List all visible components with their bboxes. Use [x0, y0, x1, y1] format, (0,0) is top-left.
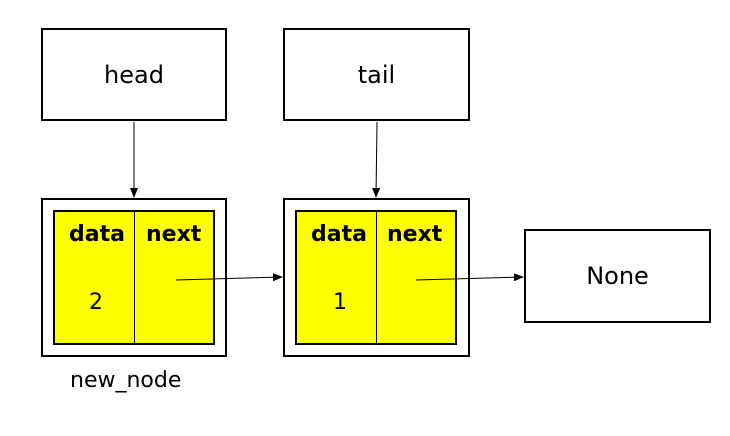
new-node-caption: new_node [70, 368, 182, 393]
node-body-second: data next 1 [295, 210, 457, 345]
none-label: None [586, 262, 649, 290]
data-field-header: data [311, 222, 367, 247]
next-field-header: next [387, 222, 443, 247]
tail-to-node-arrow [372, 121, 381, 198]
node-field-divider [376, 212, 377, 343]
data-field-header: data [69, 222, 125, 247]
node-outer-second: data next 1 [283, 198, 470, 357]
data-field-value: 2 [89, 290, 103, 315]
node-field-divider [134, 212, 135, 343]
next-field-header: next [146, 222, 202, 247]
tail-pointer-box: tail [283, 28, 470, 121]
data-field-value: 1 [333, 290, 347, 315]
second-node-next-arrow [415, 273, 524, 282]
node-outer-new-node: data next 2 [41, 198, 227, 357]
tail-label: tail [357, 60, 396, 89]
new-node-next-arrow [175, 273, 283, 282]
head-pointer-box: head [41, 28, 227, 121]
none-terminal-box: None [524, 229, 711, 323]
head-label: head [104, 60, 164, 89]
node-body-new-node: data next 2 [53, 210, 215, 345]
